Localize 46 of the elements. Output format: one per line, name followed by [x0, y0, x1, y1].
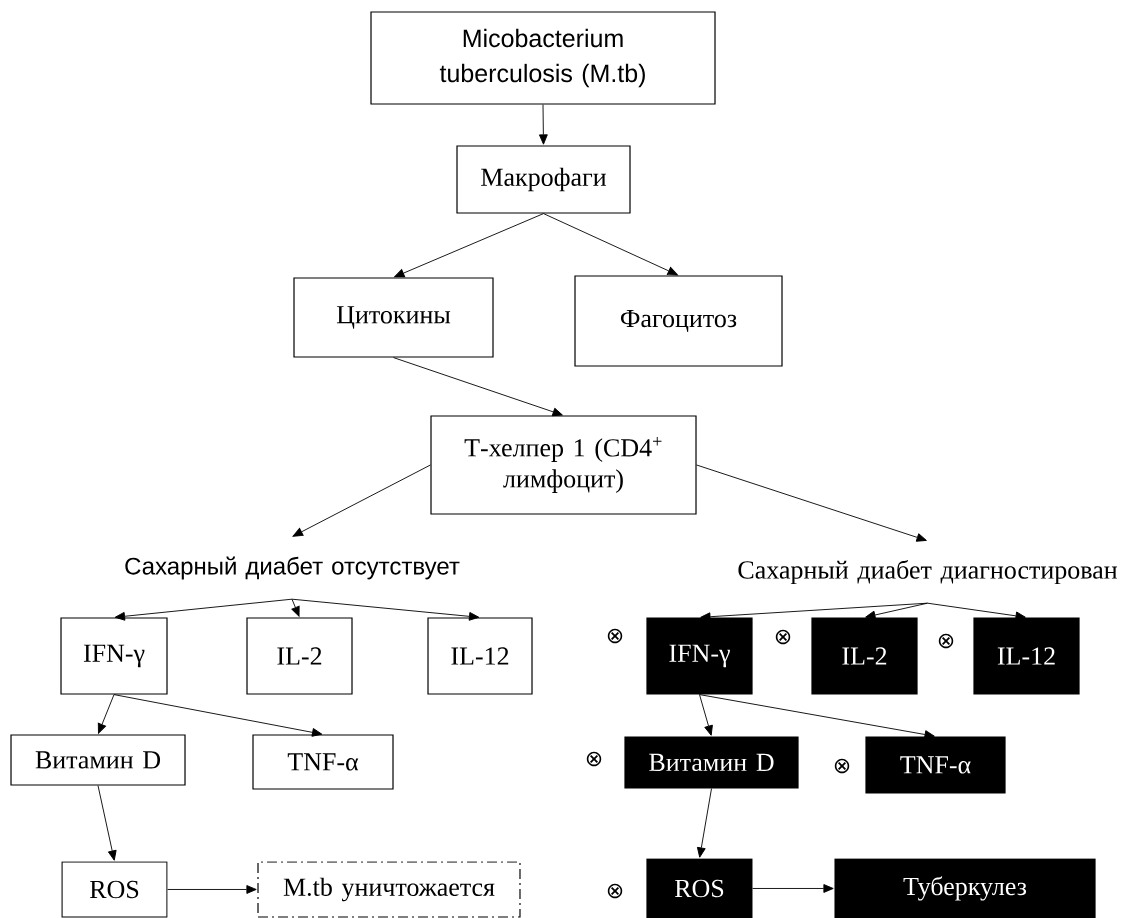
process-box: TNF-α	[865, 736, 1006, 794]
blocked-symbol: ⊗	[834, 758, 850, 774]
process-box: IFN-γ	[60, 617, 168, 695]
arrow	[291, 598, 300, 617]
blocked-symbol: ⊗	[607, 628, 623, 644]
arrow	[696, 788, 712, 858]
process-box: Фагоцитоз	[574, 275, 783, 367]
process-box: Т-хелпер 1 (CD4$^{+}$ лимфоцит)	[430, 415, 697, 515]
arrow	[97, 694, 115, 734]
process-box: IL-12	[973, 617, 1080, 695]
arrow	[292, 464, 431, 537]
process-box: IFN-γ	[646, 617, 753, 695]
arrow	[865, 602, 928, 620]
blocked-symbol: ⊗	[938, 633, 954, 649]
arrow	[394, 213, 544, 278]
process-box: ROS	[61, 861, 168, 918]
process-box: Micobacterium tuberculosis (M.tb)	[370, 11, 716, 105]
blocked-symbol: ⊗	[775, 629, 791, 645]
arrow	[699, 694, 935, 739]
blocked-symbol: ⊗	[586, 751, 602, 767]
arrow	[699, 694, 713, 736]
arrow	[696, 464, 927, 542]
outcome-box: M.tb уничтожается	[257, 861, 521, 918]
arrow	[927, 602, 1026, 621]
arrow	[113, 694, 323, 737]
process-box: Макрофаги	[456, 145, 631, 214]
process-box: IL-12	[427, 617, 533, 695]
process-box: Туберкулез	[834, 858, 1096, 918]
condition-text: Сахарный диабет диагностирован	[738, 559, 1118, 585]
process-box: Витамин D	[10, 734, 186, 786]
arrow	[538, 104, 548, 145]
arrow	[97, 785, 117, 861]
process-box: Витамин D	[624, 736, 799, 789]
process-box: ROS	[646, 858, 753, 918]
blocked-symbol: ⊗	[607, 883, 623, 899]
arrow	[114, 598, 293, 621]
arrow	[167, 885, 257, 894]
process-box: TNF-α	[252, 734, 394, 790]
arrow	[291, 598, 480, 621]
process-box: Цитокины	[293, 277, 494, 358]
condition-text: Сахарный диабет отсутствует	[125, 556, 460, 580]
process-box: IL-2	[811, 617, 918, 695]
arrow	[752, 884, 834, 893]
arrow	[543, 213, 678, 276]
process-box: IL-2	[246, 617, 353, 695]
arrow	[393, 357, 563, 417]
